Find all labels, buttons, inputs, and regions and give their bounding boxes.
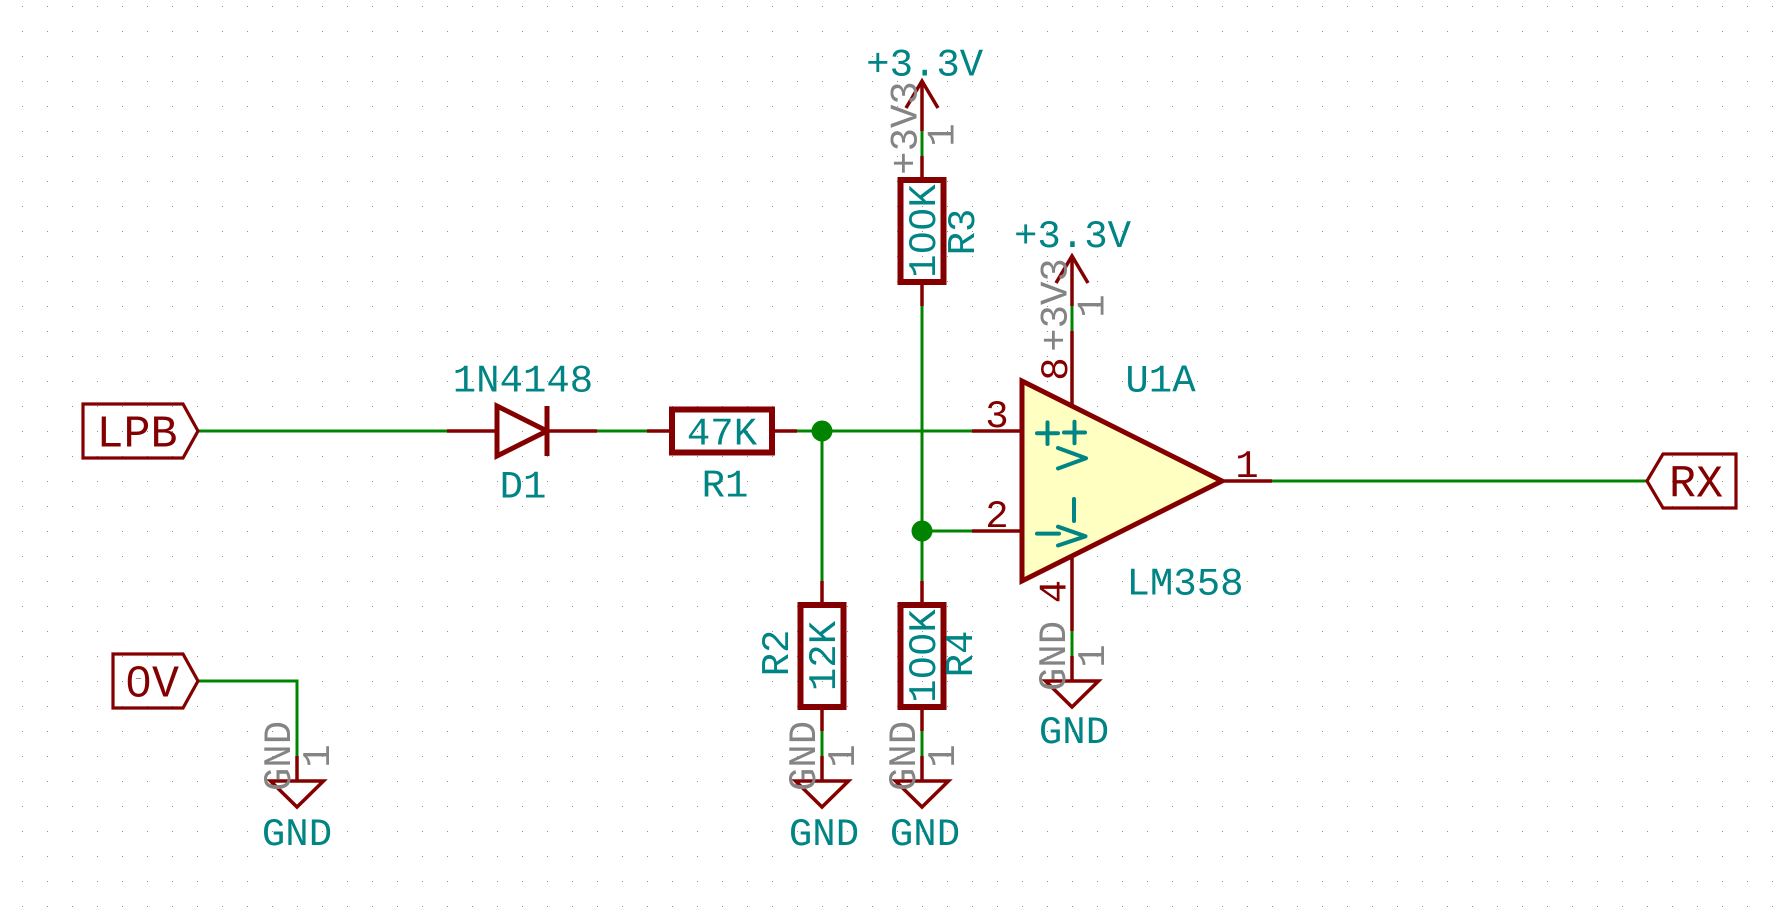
svg-text:1: 1 bbox=[922, 744, 966, 767]
svg-text:100K: 100K bbox=[903, 609, 947, 703]
svg-text:LPB: LPB bbox=[96, 410, 177, 461]
svg-text:3: 3 bbox=[985, 395, 1008, 439]
svg-text:R1: R1 bbox=[702, 465, 749, 509]
svg-text:U1A: U1A bbox=[1125, 360, 1196, 404]
svg-text:GND: GND bbox=[783, 721, 827, 791]
svg-text:RX: RX bbox=[1669, 460, 1723, 511]
svg-text:0V: 0V bbox=[125, 660, 179, 711]
svg-text:+3.3V: +3.3V bbox=[866, 44, 984, 88]
svg-text:8: 8 bbox=[1035, 357, 1079, 380]
svg-text:+3V3: +3V3 bbox=[1034, 258, 1078, 352]
svg-text:1N4148: 1N4148 bbox=[453, 360, 593, 404]
svg-text:GND: GND bbox=[883, 721, 927, 791]
svg-text:1: 1 bbox=[1235, 445, 1258, 489]
svg-text:2: 2 bbox=[985, 495, 1008, 539]
svg-text:GND: GND bbox=[1033, 621, 1077, 691]
svg-text:R4: R4 bbox=[940, 631, 984, 678]
svg-text:GND: GND bbox=[1039, 711, 1109, 755]
svg-text:R2: R2 bbox=[756, 630, 800, 677]
svg-text:1: 1 bbox=[822, 744, 866, 767]
svg-text:+3.3V: +3.3V bbox=[1014, 215, 1132, 259]
svg-text:GND: GND bbox=[890, 813, 960, 857]
svg-text:GND: GND bbox=[262, 813, 332, 857]
svg-text:D1: D1 bbox=[500, 466, 547, 510]
svg-text:R3: R3 bbox=[942, 209, 986, 256]
svg-text:1: 1 bbox=[1072, 644, 1116, 667]
svg-text:12K: 12K bbox=[803, 620, 847, 691]
svg-text:LM358: LM358 bbox=[1126, 563, 1243, 607]
svg-text:1: 1 bbox=[297, 744, 341, 767]
svg-text:1: 1 bbox=[921, 123, 965, 146]
svg-text:47K: 47K bbox=[687, 413, 758, 457]
svg-text:1: 1 bbox=[1071, 294, 1115, 317]
svg-text:+3V3: +3V3 bbox=[884, 81, 928, 175]
svg-text:GND: GND bbox=[789, 813, 859, 857]
svg-text:100K: 100K bbox=[903, 184, 947, 278]
svg-text:GND: GND bbox=[258, 721, 302, 791]
svg-text:4: 4 bbox=[1033, 580, 1077, 603]
